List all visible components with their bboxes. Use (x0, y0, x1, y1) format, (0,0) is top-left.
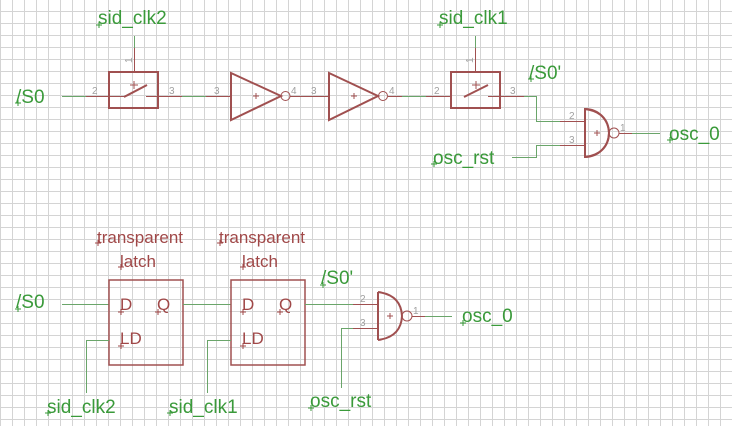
svg-text:2: 2 (92, 86, 98, 97)
svg-text:4: 4 (389, 86, 395, 97)
svg-text:3: 3 (360, 318, 366, 329)
svg-text:osc_0: osc_0 (462, 306, 513, 327)
wire-sid-clk2-bottom[interactable] (86, 340, 110, 394)
svg-text:3: 3 (569, 135, 575, 146)
svg-text:Q: Q (157, 295, 170, 314)
svg-text:1: 1 (465, 57, 476, 63)
svg-text:LD: LD (120, 329, 142, 348)
top-circuit: /S0 1 2 3 sid_clk2 3 (15, 8, 720, 169)
svg-text:transparent: transparent (219, 228, 305, 247)
svg-text:/S0: /S0 (16, 292, 45, 313)
svg-text:Q: Q (279, 295, 292, 314)
analog-switch-2[interactable]: 1 2 3 (434, 48, 516, 109)
svg-text:3: 3 (169, 86, 175, 97)
net-label-sid-clk1-top[interactable]: sid_clk1 (437, 8, 508, 29)
svg-text:sid_clk2: sid_clk2 (98, 8, 167, 29)
svg-text:3: 3 (214, 86, 220, 97)
net-label-osc0-top[interactable]: osc_0 (667, 124, 720, 145)
net-label-sid-clk2-bottom[interactable]: sid_clk2 (45, 397, 116, 418)
net-label-input-top[interactable]: /S0 (15, 87, 45, 108)
svg-text:osc_rst: osc_rst (310, 391, 372, 412)
net-label-osc-rst-top[interactable]: osc_rst (431, 148, 495, 169)
svg-text:/S0': /S0' (321, 268, 353, 289)
net-label-s0prime-top[interactable]: /S0' (528, 63, 561, 84)
inverter-2[interactable]: 3 4 (311, 71, 395, 122)
svg-text:LD: LD (242, 329, 264, 348)
svg-text:sid_clk2: sid_clk2 (47, 397, 116, 418)
svg-text:/S0': /S0' (529, 63, 561, 84)
svg-text:latch: latch (242, 252, 278, 271)
transparent-latch-2[interactable]: transparent latch D Q LD (217, 228, 306, 366)
svg-text:D: D (120, 295, 132, 314)
wire-osc-rst-top[interactable] (512, 145, 560, 158)
wire-sid-clk1-bottom[interactable] (207, 340, 232, 394)
svg-text:2: 2 (360, 294, 366, 305)
svg-text:2: 2 (434, 86, 440, 97)
svg-text:1: 1 (620, 123, 626, 134)
svg-text:osc_0: osc_0 (669, 124, 720, 145)
svg-text:2: 2 (569, 111, 575, 122)
svg-text:sid_clk1: sid_clk1 (169, 397, 238, 418)
svg-text:4: 4 (291, 86, 297, 97)
transparent-latch-1[interactable]: transparent latch D Q LD (95, 228, 184, 366)
svg-text:sid_clk1: sid_clk1 (439, 8, 508, 29)
svg-text:/S0: /S0 (16, 87, 45, 108)
svg-text:D: D (242, 295, 254, 314)
nand-gate-bottom[interactable]: 2 3 1 (360, 291, 419, 341)
latch1-title: transparent latch (95, 228, 183, 271)
svg-text:3: 3 (311, 86, 317, 97)
svg-text:1: 1 (413, 306, 419, 317)
nand-gate-top[interactable]: 2 3 1 (569, 107, 626, 159)
net-label-s0prime-bottom[interactable]: /S0' (320, 268, 353, 289)
svg-text:osc_rst: osc_rst (433, 148, 495, 169)
svg-text:3: 3 (510, 86, 516, 97)
net-label-sid-clk1-bottom[interactable]: sid_clk1 (167, 397, 238, 418)
wire-s0prime-top[interactable] (524, 96, 560, 122)
bottom-circuit: /S0 transparent latch D Q LD sid_clk2 (15, 228, 513, 418)
svg-text:transparent: transparent (97, 228, 183, 247)
latch2-title: transparent latch (217, 228, 305, 271)
svg-text:latch: latch (120, 252, 156, 271)
net-label-input-bottom[interactable]: /S0 (15, 292, 45, 313)
svg-text:1: 1 (124, 57, 135, 63)
net-label-osc0-bottom[interactable]: osc_0 (460, 306, 513, 327)
net-label-osc-rst-bottom[interactable]: osc_rst (308, 391, 372, 412)
wire-osc-rst-bottom[interactable] (341, 328, 354, 389)
net-label-sid-clk2-top[interactable]: sid_clk2 (96, 8, 167, 29)
analog-switch-1[interactable]: 1 2 3 (92, 48, 175, 109)
